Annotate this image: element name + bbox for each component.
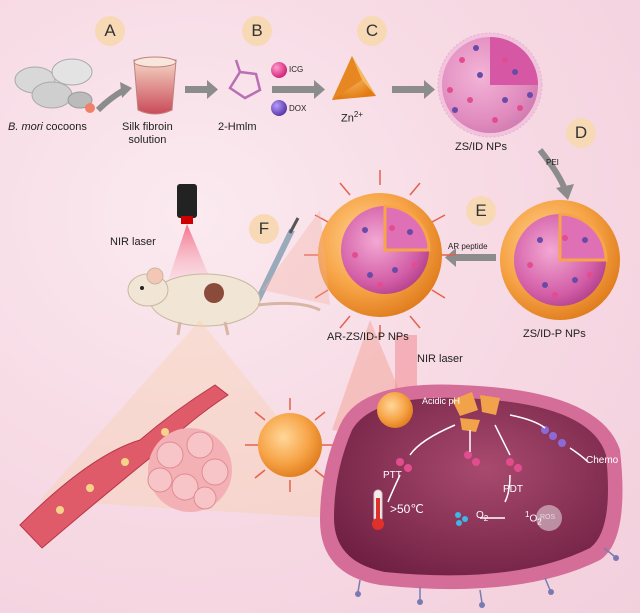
ros-cloud (536, 505, 562, 531)
dox-label: DOX (289, 104, 307, 113)
arrow-a (95, 87, 126, 113)
o2-label: O2 (476, 510, 489, 523)
zsidp-label: ZS/ID-P NPs (523, 328, 586, 340)
zsidp-nanoparticle (500, 200, 620, 320)
mouse-illustration (127, 267, 321, 336)
ar-peptide-label: AR peptide (448, 242, 488, 251)
ptt-label: PTT (383, 470, 402, 481)
nir-laser-device (165, 184, 215, 290)
zinc-tetrahedron (332, 56, 376, 100)
icg-label: ICG (289, 65, 304, 74)
step-c-badge: C (357, 16, 387, 46)
step-b-badge: B (242, 16, 272, 46)
zsid-label: ZS/ID NPs (455, 141, 507, 153)
singlet-o2-label: 1O2 (525, 510, 542, 527)
dox-dot (271, 100, 287, 116)
arrow-to-zsid (424, 80, 435, 99)
icg-dot (271, 62, 287, 78)
cocoons-label: B. mori cocoons (8, 121, 87, 133)
cocoons-illustration (14, 58, 95, 113)
nir-laser-label-2: NIR laser (417, 353, 463, 365)
acidic-ph-label: Acidic pH (422, 396, 461, 406)
ros-label: ROS (540, 514, 556, 521)
hmim-molecule (228, 59, 262, 100)
step-e-badge: E (466, 196, 496, 226)
nanoparticle-at-tumor (245, 398, 335, 492)
blood-vessel (19, 384, 229, 549)
nir-laser-label-1: NIR laser (110, 236, 156, 248)
cancer-cell (320, 384, 623, 608)
pei-label: PEI (546, 158, 559, 167)
step-a-badge: A (95, 16, 125, 46)
zinc-label: Zn2+ (341, 110, 363, 125)
hmim-label: 2-Hmlm (218, 121, 257, 133)
silk-fibroin-beaker (133, 56, 177, 115)
arzsidp-nanoparticle (304, 170, 456, 340)
step-d-badge: D (566, 118, 596, 148)
arrow-c (314, 80, 325, 99)
arrow-d (556, 184, 574, 200)
tumor-mass (147, 428, 232, 512)
pdt-label: PDT (503, 484, 523, 495)
zsid-nanoparticle (437, 32, 543, 138)
arrow-b (207, 80, 218, 99)
arrow-e (445, 248, 456, 267)
thermometer-icon (372, 489, 384, 530)
temperature-label: >50℃ (390, 502, 424, 516)
chemo-label: Chemo (586, 455, 619, 466)
step-f-badge: F (249, 214, 279, 244)
arzsidp-label: AR-ZS/ID-P NPs (327, 331, 409, 343)
